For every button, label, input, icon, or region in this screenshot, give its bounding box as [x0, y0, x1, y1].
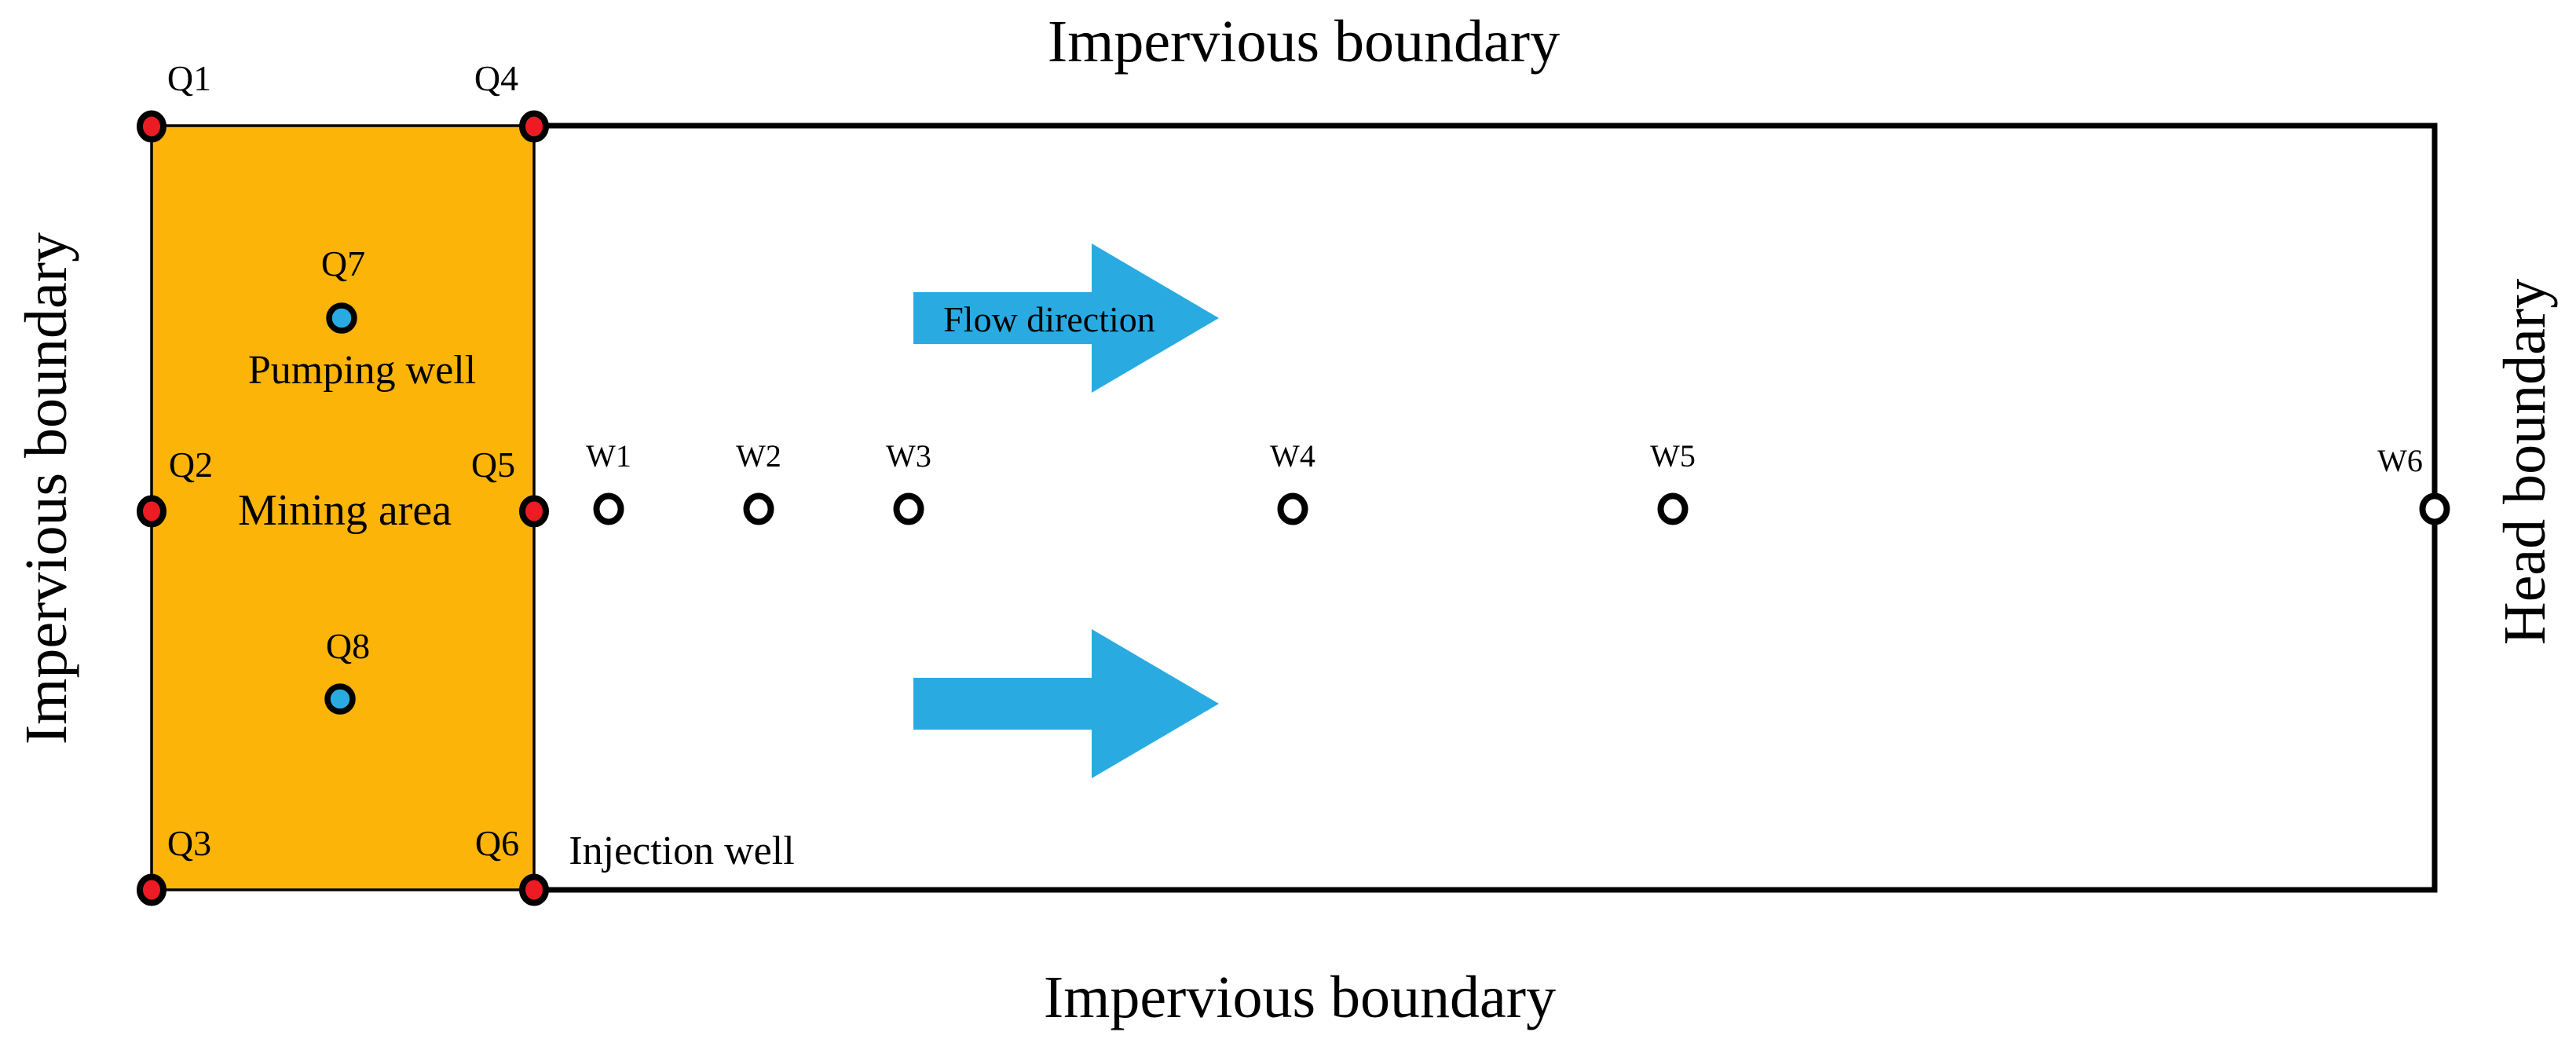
- observation-well-id-label-W1: W1: [586, 438, 631, 474]
- observation-well-W2: W2: [736, 438, 781, 525]
- observation-well-W5: W5: [1650, 438, 1696, 525]
- right-boundary-label: Head boundary: [2492, 279, 2558, 645]
- injection-well-Q3: Q3: [137, 823, 211, 906]
- observation-well-id-label-W6: W6: [2377, 443, 2423, 478]
- flow-direction-label: Flow direction: [943, 299, 1155, 339]
- pumping-well-marker-Q8: [324, 683, 356, 715]
- pumping-well-id-label-Q7: Q7: [321, 243, 365, 284]
- mining-area-rect: [150, 124, 536, 891]
- observation-well-id-label-W5: W5: [1650, 438, 1696, 474]
- injection-well-Q5: Q5: [471, 445, 549, 528]
- injection-well-marker-Q2: [137, 495, 166, 528]
- pumping-well-marker-Q7: [326, 302, 357, 334]
- bottom-boundary-label: Impervious boundary: [1044, 964, 1556, 1030]
- injection-well-id-label-Q4: Q4: [474, 58, 518, 98]
- injection-well-id-label-Q1: Q1: [167, 58, 211, 98]
- injection-well-Q6: Q6: [475, 823, 549, 906]
- flow-arrow-upper: [913, 243, 1219, 393]
- flow-arrow-lower: [913, 629, 1219, 778]
- observation-well-W6: W6: [2377, 443, 2450, 525]
- observation-well-W4: W4: [1270, 438, 1315, 525]
- injection-well-Q2: Q2: [137, 445, 213, 528]
- pumping-well-label: Pumping well: [248, 348, 476, 393]
- observation-well-W1: W1: [586, 438, 631, 525]
- injection-well-marker-Q1: [137, 110, 166, 143]
- injection-well-id-label-Q2: Q2: [169, 445, 213, 485]
- observation-well-marker-W3: [893, 492, 924, 525]
- mining-area-label: Mining area: [238, 486, 452, 535]
- observation-well-marker-W5: [1657, 492, 1689, 525]
- injection-well-marker-Q5: [519, 495, 549, 528]
- observation-well-marker-W4: [1277, 492, 1308, 525]
- pumping-well-id-label-Q8: Q8: [326, 626, 370, 666]
- observation-well-W3: W3: [886, 438, 931, 525]
- pumping-well-Q8: Q8: [324, 626, 370, 715]
- observation-well-marker-W6: [2419, 492, 2450, 525]
- observation-well-id-label-W3: W3: [886, 438, 931, 474]
- injection-well-marker-Q3: [137, 873, 166, 906]
- injection-well-id-label-Q6: Q6: [475, 823, 519, 863]
- observation-well-id-label-W4: W4: [1270, 438, 1315, 474]
- pumping-well-Q7: Q7: [321, 243, 365, 334]
- injection-well-marker-Q4: [519, 110, 549, 143]
- injection-well-marker-Q6: [519, 873, 549, 906]
- observation-well-marker-W1: [593, 492, 624, 525]
- left-boundary-label: Impervious boundary: [13, 232, 79, 745]
- outer-boundary-line: [534, 123, 2438, 893]
- observation-well-marker-W2: [743, 492, 774, 525]
- injection-well-Q4: Q4: [474, 58, 549, 143]
- injection-well-Q1: Q1: [137, 58, 211, 143]
- top-boundary-label: Impervious boundary: [1048, 9, 1560, 75]
- injection-well-label: Injection well: [569, 829, 794, 873]
- injection-well-id-label-Q3: Q3: [167, 823, 211, 863]
- injection-well-id-label-Q5: Q5: [471, 445, 515, 485]
- observation-well-id-label-W2: W2: [736, 438, 781, 474]
